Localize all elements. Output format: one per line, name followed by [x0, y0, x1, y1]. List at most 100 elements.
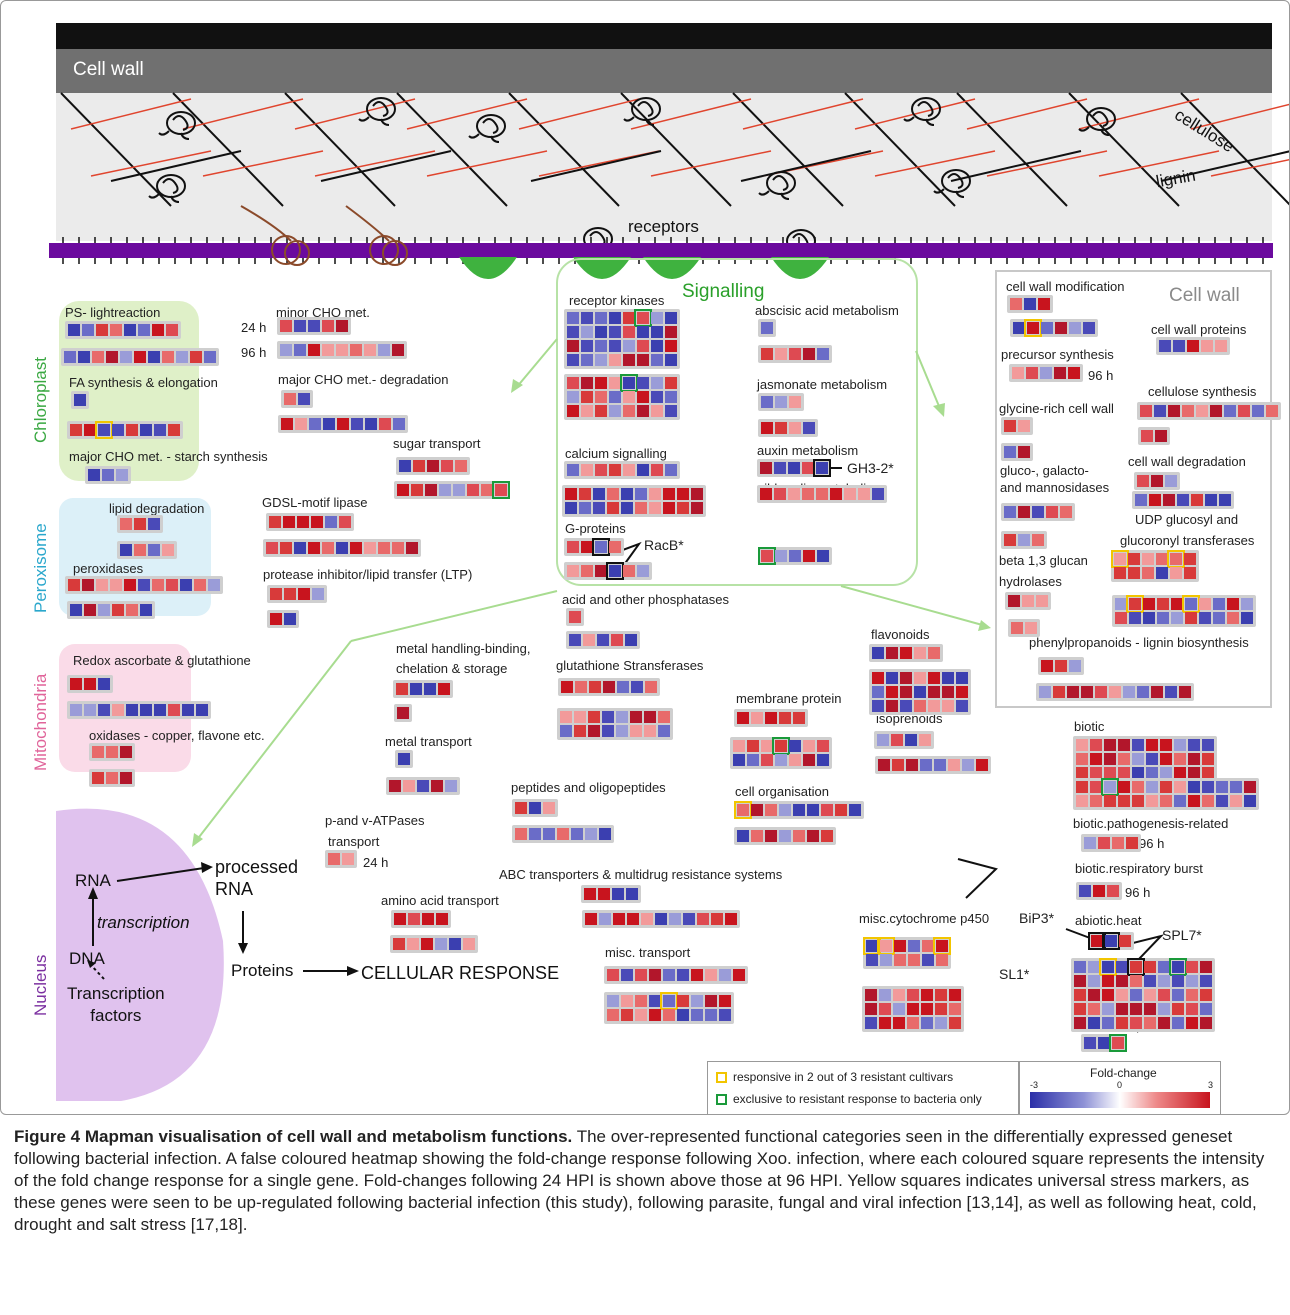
heatmap-cell — [182, 704, 194, 716]
receptor-cups — [459, 257, 829, 279]
heatmap-cell — [1186, 961, 1198, 973]
heatmap-row — [263, 539, 421, 557]
fibre-line — [508, 92, 620, 207]
heatmap-cell — [280, 320, 292, 332]
label-beta2: hydrolases — [999, 574, 1062, 589]
label-bioresp: biotic.respiratory burst — [1075, 861, 1203, 876]
cross-fibre-line — [320, 150, 452, 182]
heatmap-cell — [1196, 405, 1208, 417]
heatmap-cell — [1079, 885, 1091, 897]
heatmap-cell — [751, 830, 763, 842]
heatmap-cell — [630, 711, 642, 723]
crosslink-line — [966, 98, 1088, 130]
label-flav: flavonoids — [871, 627, 930, 642]
heatmap-cell — [803, 550, 815, 562]
heatmap-cell — [581, 391, 593, 403]
heatmap-cell — [481, 484, 493, 496]
legend-green-item: exclusive to resistant response to bacte… — [716, 1092, 982, 1106]
scale-title: Fold-change — [1090, 1066, 1157, 1080]
heatmap-cell — [872, 686, 884, 698]
heatmap-cell — [665, 326, 677, 338]
heatmap-cell — [1160, 781, 1172, 793]
heatmap-cell — [1186, 1003, 1198, 1015]
heatmap-cell — [455, 460, 467, 472]
heatmap-cell — [1018, 534, 1030, 546]
heatmap-cell — [609, 354, 621, 366]
heatmap-cell — [637, 340, 649, 352]
heatmap-cell — [1144, 989, 1156, 1001]
label-rk: receptor kinases — [569, 293, 665, 308]
heatmap-cell — [84, 424, 96, 436]
heatmap-cell — [886, 700, 898, 712]
heatmap-cell — [1184, 567, 1196, 579]
heatmap-row — [117, 541, 177, 559]
heatmap-cell — [651, 340, 663, 352]
heatmap-cell — [439, 484, 451, 496]
heatmap-cell — [1171, 598, 1183, 610]
heatmap-cell — [204, 351, 216, 363]
heatmap-cell — [1200, 989, 1212, 1001]
label-metal1: metal handling-binding, — [396, 641, 531, 656]
heatmap-cell — [322, 320, 334, 332]
heatmap-cell — [196, 704, 208, 716]
heatmap-cell — [630, 725, 642, 737]
heatmap-cell — [295, 418, 307, 430]
heatmap-cell — [543, 802, 555, 814]
green-square-icon — [716, 1094, 727, 1106]
cross-fibre-line — [110, 150, 242, 182]
pathogen-icon — [468, 114, 506, 143]
heatmap-cell — [70, 678, 82, 690]
heatmap-cell — [1104, 795, 1116, 807]
heatmap-cell — [1151, 475, 1163, 487]
heatmap-cell — [445, 780, 457, 792]
heatmap-cell — [1244, 795, 1256, 807]
cellular-response-label: CELLULAR RESPONSE — [361, 963, 560, 983]
label-fa: FA synthesis & elongation — [69, 375, 218, 390]
heatmap-cell — [410, 683, 422, 695]
heatmap-cell — [691, 969, 703, 981]
heatmap-cell — [138, 579, 150, 591]
heatmap-cell — [611, 634, 623, 646]
heatmap-cell — [1098, 837, 1110, 849]
fibre-line — [1068, 92, 1180, 207]
heatmap-cell — [705, 1009, 717, 1021]
fibre-line — [732, 92, 844, 207]
label-glycine: glycine-rich cell wall — [999, 401, 1114, 416]
heatmap-cell — [733, 740, 745, 752]
heatmap-row — [267, 585, 327, 603]
pathogen-icon — [903, 97, 941, 126]
heatmap-cell — [866, 954, 878, 966]
time-label: 96 h — [1125, 885, 1151, 900]
heatmap-cell — [574, 711, 586, 723]
heatmap-cell — [649, 488, 661, 500]
label-redox: Redox ascorbate & glutathione — [73, 653, 251, 668]
heatmap-row — [65, 576, 223, 594]
heatmap-cell — [378, 344, 390, 356]
haustoria — [240, 205, 408, 266]
heatmap-cell — [68, 324, 80, 336]
label-ca: calcium signalling — [565, 446, 667, 461]
transcription-factors-label: Transcription factors — [67, 984, 165, 1025]
heatmap-cell — [1026, 367, 1038, 379]
heatmap-cell — [1054, 367, 1066, 379]
heatmap-cell — [691, 502, 703, 514]
heatmap-cell — [441, 460, 453, 472]
heatmap-cell — [152, 324, 164, 336]
heatmap-cell — [337, 418, 349, 430]
heatmap-cell — [865, 1003, 877, 1015]
heatmap-cell — [609, 377, 621, 389]
heatmap-row — [869, 644, 943, 662]
heatmap-cell — [88, 469, 100, 481]
heatmap-row — [266, 513, 354, 531]
heatmap-cell — [148, 351, 160, 363]
heatmap-cell — [645, 681, 657, 693]
label-gprot: G-proteins — [565, 521, 626, 536]
heatmap-cell — [788, 462, 800, 474]
heatmap-cell — [1055, 660, 1067, 672]
heatmap-cell — [1132, 767, 1144, 779]
heatmap-cell — [928, 686, 940, 698]
heatmap-cell — [949, 1003, 961, 1015]
heatmap-cell — [1157, 612, 1169, 624]
heatmap-cell — [126, 604, 138, 616]
heatmap-cell — [877, 734, 889, 746]
